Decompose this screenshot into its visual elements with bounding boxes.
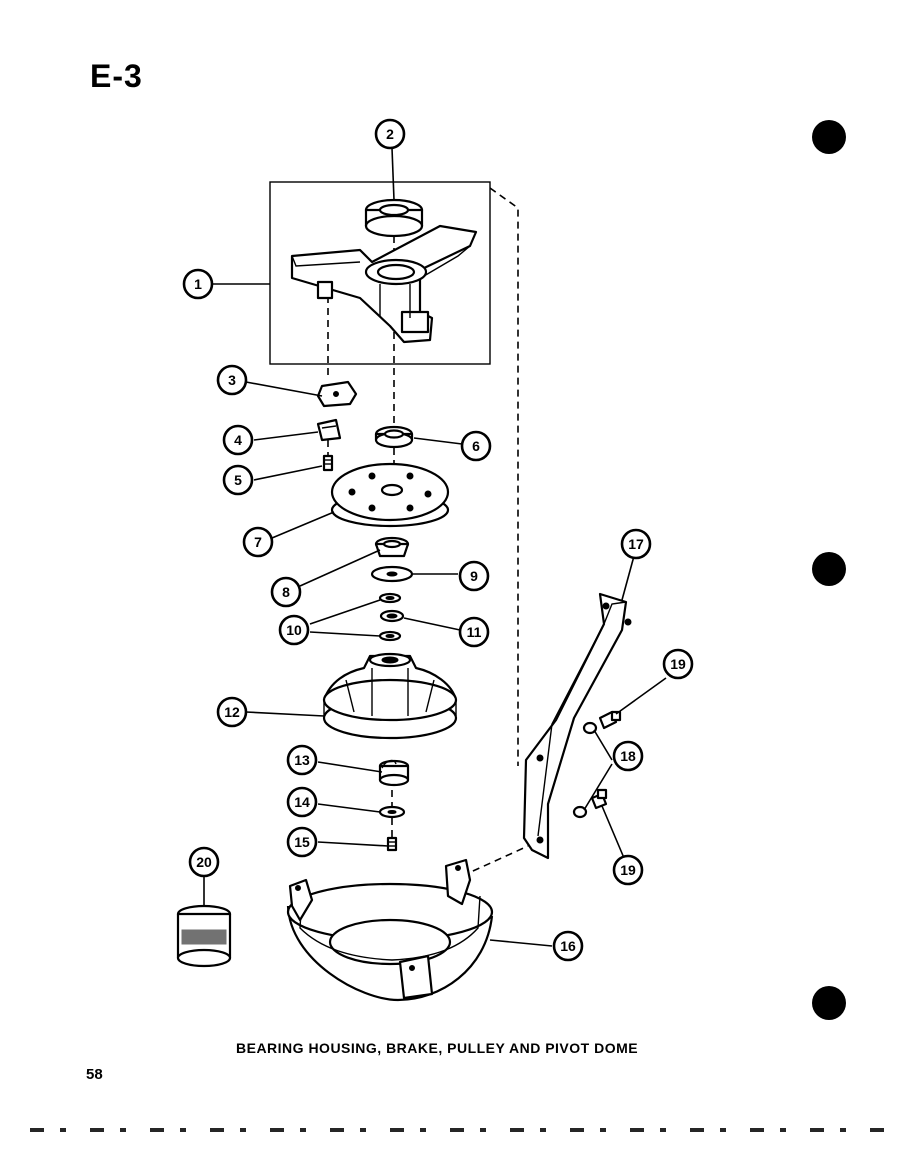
part-collar	[378, 759, 410, 787]
svg-text:8: 8	[282, 584, 290, 600]
leader-17	[621, 555, 635, 601]
part-pulley	[322, 652, 458, 740]
part-bearing-housing	[290, 224, 478, 344]
callout-18: 18	[612, 740, 644, 772]
callout-11: 11	[458, 616, 490, 648]
part-pivot-dome	[286, 858, 494, 1002]
leader-2	[391, 147, 395, 201]
part-seal-8	[374, 536, 410, 558]
part-grease-container	[176, 904, 232, 968]
binder-hole-bottom	[812, 986, 846, 1020]
svg-text:20: 20	[196, 854, 212, 870]
leader-6	[413, 437, 463, 445]
callout-15: 15	[286, 826, 318, 858]
svg-text:18: 18	[620, 748, 636, 764]
svg-text:7: 7	[254, 534, 262, 550]
leader-3	[245, 381, 323, 397]
callout-5: 5	[222, 464, 254, 496]
dome-to-bracket-line	[461, 845, 529, 877]
callout-13: 13	[286, 744, 318, 776]
callout-16: 16	[552, 930, 584, 962]
leader-7	[271, 511, 335, 539]
callout-19-upper: 19	[662, 648, 694, 680]
svg-text:12: 12	[224, 704, 240, 720]
part-washer-9	[370, 565, 414, 583]
svg-text:16: 16	[560, 938, 576, 954]
callout-17: 17	[620, 528, 652, 560]
callout-12: 12	[216, 696, 248, 728]
leader-19-lower	[601, 805, 625, 859]
svg-text:17: 17	[628, 536, 644, 552]
svg-text:9: 9	[470, 568, 478, 584]
svg-text:15: 15	[294, 834, 310, 850]
part-screw-5	[322, 454, 334, 472]
part-bolt-19-lower	[590, 788, 608, 810]
part-seal-6	[374, 425, 414, 449]
leader-15	[317, 841, 389, 847]
leader-13	[317, 761, 383, 773]
section-label: E-3	[90, 58, 143, 94]
housing-enclosure-box	[269, 181, 491, 365]
callout-2: 2	[374, 118, 406, 150]
callout-6: 6	[460, 430, 492, 462]
svg-text:4: 4	[234, 432, 242, 448]
binder-hole-top	[812, 120, 846, 154]
leader-19-upper	[615, 677, 667, 715]
svg-text:5: 5	[234, 472, 242, 488]
part-nut-18-upper	[582, 721, 598, 735]
svg-text:11: 11	[467, 624, 482, 640]
leader-10b	[309, 631, 381, 637]
callout-20: 20	[188, 846, 220, 878]
part-bearing	[364, 198, 424, 238]
part-support-bracket	[522, 592, 632, 860]
svg-text:14: 14	[294, 794, 310, 810]
leader-8	[299, 549, 381, 587]
assembly-line-right	[489, 187, 519, 766]
callout-10: 10	[278, 614, 310, 646]
leader-5	[253, 465, 323, 481]
part-washer-14	[378, 805, 406, 819]
diagram-caption: BEARING HOUSING, BRAKE, PULLEY AND PIVOT…	[236, 1040, 639, 1056]
leader-4	[253, 431, 319, 441]
callout-1: 1	[182, 268, 214, 300]
callout-14: 14	[286, 786, 318, 818]
page-number: 58	[86, 1066, 103, 1083]
svg-text:6: 6	[472, 438, 480, 454]
part-nut-18-lower	[572, 805, 588, 819]
callout-4: 4	[222, 424, 254, 456]
callout-7: 7	[242, 526, 274, 558]
callout-3: 3	[216, 364, 248, 396]
svg-text:13: 13	[294, 752, 310, 768]
leader-14	[317, 803, 381, 813]
callout-9: 9	[458, 560, 490, 592]
part-bolt-19-upper	[598, 710, 622, 730]
callout-8: 8	[270, 576, 302, 608]
leader-11	[403, 617, 461, 631]
leader-12	[245, 711, 325, 717]
leader-10a	[309, 599, 381, 625]
part-clip	[316, 418, 342, 442]
svg-text:1: 1	[194, 276, 202, 292]
svg-text:19: 19	[620, 862, 636, 878]
svg-text:3: 3	[228, 372, 236, 388]
leader-18-lower	[583, 763, 613, 811]
part-brake-disc	[330, 462, 450, 528]
svg-text:10: 10	[286, 622, 302, 638]
part-bolt-15	[386, 836, 398, 852]
part-ring-11	[379, 609, 405, 623]
callout-19-lower: 19	[612, 854, 644, 886]
part-brake-bracket	[316, 380, 358, 408]
svg-text:2: 2	[386, 126, 394, 142]
svg-text:19: 19	[670, 656, 686, 672]
leader-16	[489, 939, 553, 947]
scan-edge-artifact	[30, 1128, 890, 1132]
binder-hole-middle	[812, 552, 846, 586]
leader-18-upper	[593, 729, 613, 761]
